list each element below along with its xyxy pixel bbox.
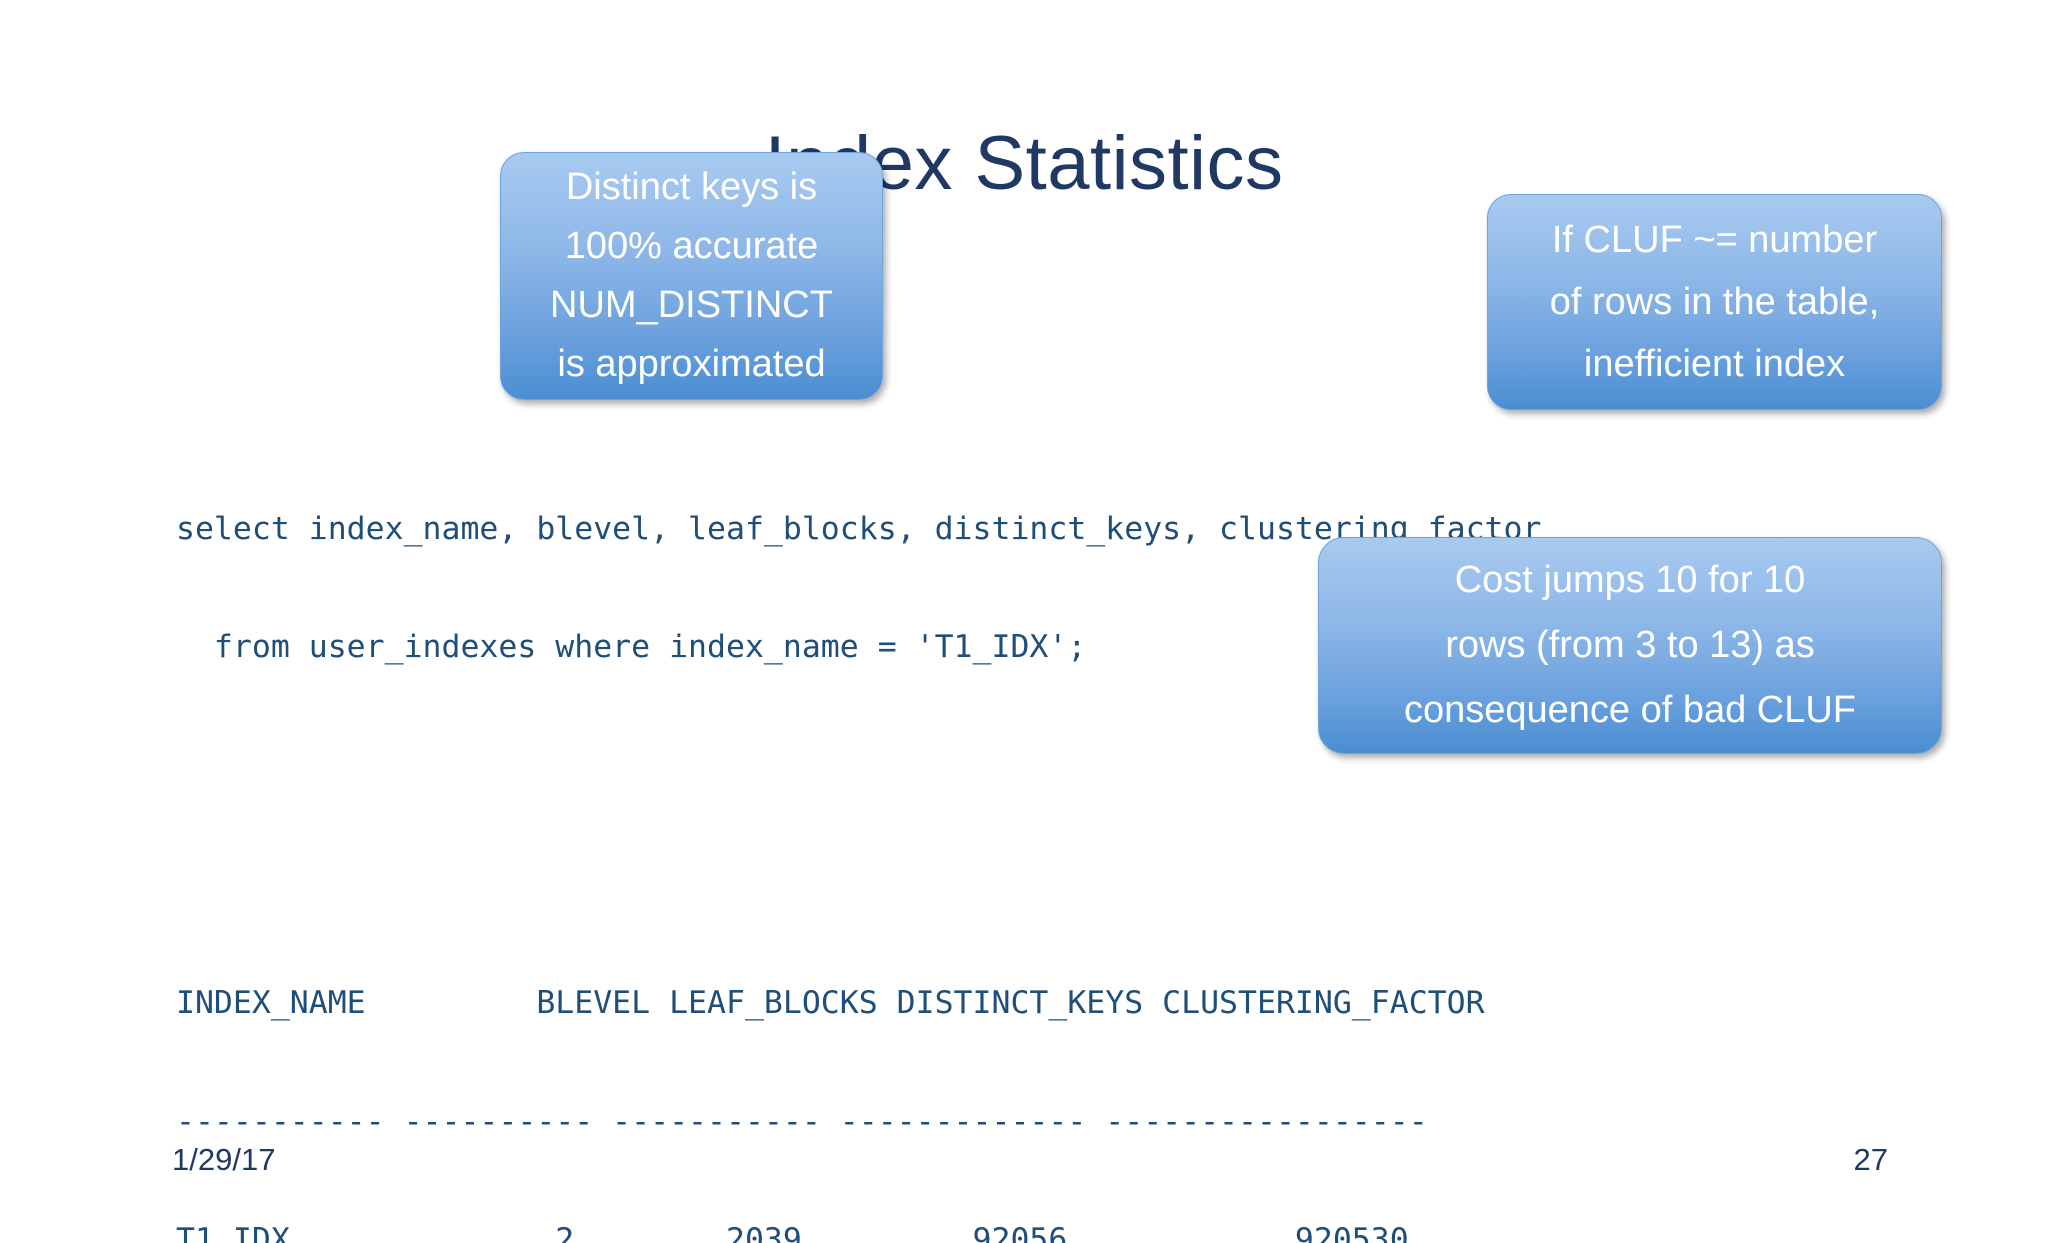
index-stats-table: INDEX_NAME BLEVEL LEAF_BLOCKS DISTINCT_K… — [176, 905, 1956, 1243]
callout-cost-jump[interactable]: Cost jumps 10 for 10 rows (from 3 to 13)… — [1318, 537, 1942, 754]
callout-cost-line-1: Cost jumps 10 for 10 — [1454, 559, 1806, 601]
callout-cost-line-3: consequence of bad CLUF — [1403, 689, 1857, 731]
stats-table-row: T1_IDX 2 2039 92056 920530 — [176, 1222, 1409, 1243]
sql-query-group: select index_name, blevel, leaf_blocks, … — [176, 431, 1956, 747]
callout-cluf-line-2: of rows in the table, — [1549, 281, 1880, 323]
callout-cluf-line-1: If CLUF ~= number — [1551, 219, 1878, 261]
page-title: Index Statistics — [764, 121, 1284, 206]
stats-table-header: INDEX_NAME BLEVEL LEAF_BLOCKS DISTINCT_K… — [176, 985, 1485, 1021]
callout-distinct-line-1: Distinct keys is — [565, 166, 818, 208]
sql-query-line-2: from user_indexes where index_name = 'T1… — [176, 629, 1087, 665]
callout-cluf[interactable]: If CLUF ~= number of rows in the table, … — [1487, 194, 1942, 410]
callout-distinct-line-4: is approximated — [557, 343, 826, 385]
callout-distinct-keys[interactable]: Distinct keys is 100% accurate NUM_DISTI… — [500, 152, 883, 400]
stats-table-separator: ----------- ---------- ----------- -----… — [176, 1103, 1428, 1140]
sql-query-line-1: select index_name, blevel, leaf_blocks, … — [176, 510, 1542, 547]
footer-date: 1/29/17 — [172, 1142, 276, 1177]
footer-page-number: 27 — [1853, 1142, 1888, 1177]
code-console-block: select index_name, blevel, leaf_blocks, … — [176, 312, 1956, 1243]
callout-distinct-line-3: NUM_DISTINCT — [550, 284, 833, 326]
callout-cost-line-2: rows (from 3 to 13) as — [1445, 624, 1815, 666]
callout-cluf-line-3: inefficient index — [1583, 343, 1846, 385]
callout-distinct-line-2: 100% accurate — [564, 225, 819, 267]
